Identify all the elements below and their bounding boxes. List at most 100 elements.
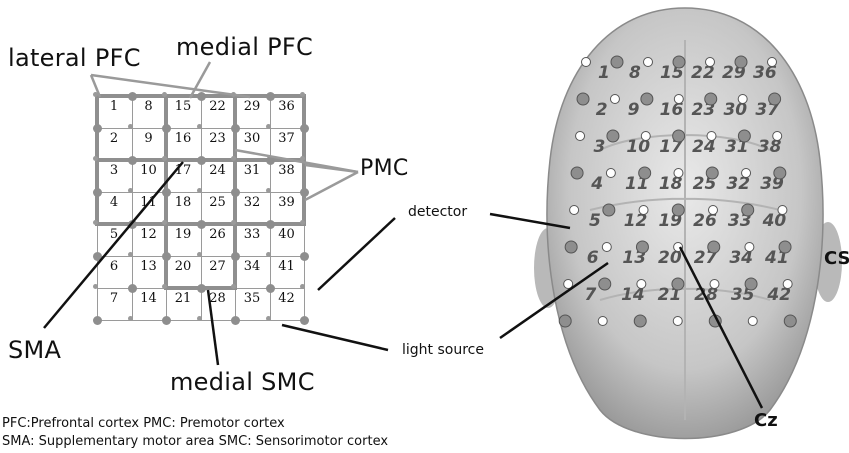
grid-detector xyxy=(231,92,236,97)
grid-detector xyxy=(93,156,98,161)
grid-channel-cell: 13 xyxy=(132,256,166,288)
grid-light-source xyxy=(231,252,240,261)
grid-light-source xyxy=(266,92,275,101)
grid-channel-cell: 21 xyxy=(166,288,200,320)
head-channel-number: 8 xyxy=(629,63,641,83)
head-light-source xyxy=(774,167,786,179)
grid-detector xyxy=(231,220,236,225)
label-cs: CS xyxy=(824,248,849,269)
head-light-source xyxy=(565,241,577,253)
grid-light-source xyxy=(300,124,309,133)
head-detector xyxy=(710,280,719,289)
grid-detector xyxy=(162,284,167,289)
legend-line-1: PFC:Prefrontal cortex PMC: Premotor cort… xyxy=(2,414,285,433)
grid-light-source xyxy=(128,220,137,229)
head-light-source xyxy=(607,130,619,142)
head-detector xyxy=(602,243,611,252)
head-light-source xyxy=(577,93,589,105)
head-detector xyxy=(768,58,777,67)
head-detector xyxy=(674,243,683,252)
head-light-source xyxy=(571,167,583,179)
head-detector xyxy=(778,206,787,215)
head-light-source xyxy=(599,278,611,290)
head-detector xyxy=(742,169,751,178)
head-detector xyxy=(641,132,650,141)
grid-channel-cell: 34 xyxy=(235,256,269,288)
grid-light-source xyxy=(197,284,206,293)
grid-light-source xyxy=(93,188,102,197)
grid-light-source xyxy=(93,316,102,325)
head-light-source xyxy=(708,241,720,253)
head-light-source xyxy=(705,93,717,105)
grid-detector xyxy=(266,252,271,257)
grid-light-source xyxy=(162,252,171,261)
grid-detector xyxy=(128,124,133,129)
head-light-source xyxy=(672,278,684,290)
head-light-source xyxy=(611,56,623,68)
grid-detector xyxy=(93,92,98,97)
head-detector xyxy=(707,132,716,141)
head-light-source xyxy=(709,315,721,327)
grid-channel-cell: 28 xyxy=(201,288,235,320)
head-detector xyxy=(582,58,591,67)
head-channel-number: 5 xyxy=(589,211,601,231)
head-light-source xyxy=(634,315,646,327)
label-sma: SMA xyxy=(8,336,61,364)
grid-detector xyxy=(197,188,202,193)
grid-light-source xyxy=(266,156,275,165)
grid-channel-cell: 5 xyxy=(97,224,131,256)
grid-light-source xyxy=(128,92,137,101)
head-detector xyxy=(773,132,782,141)
label-cz: Cz xyxy=(754,410,778,431)
head-detector xyxy=(674,95,683,104)
grid-light-source xyxy=(300,316,309,325)
grid-detector xyxy=(266,124,271,129)
head-channel-number: 1 xyxy=(598,63,610,83)
grid-light-source xyxy=(300,252,309,261)
grid-light-source xyxy=(162,188,171,197)
head-light-source xyxy=(769,93,781,105)
head-detector xyxy=(674,169,683,178)
grid-detector xyxy=(162,92,167,97)
grid-light-source xyxy=(197,156,206,165)
grid-channel-cell: 7 xyxy=(97,288,131,320)
grid-detector xyxy=(162,156,167,161)
label-pmc: PMC xyxy=(360,156,409,181)
head-detector xyxy=(598,317,607,326)
head-detector xyxy=(639,206,648,215)
grid-detector xyxy=(93,220,98,225)
head-light-source xyxy=(641,93,653,105)
grid-light-source xyxy=(162,124,171,133)
head-detector xyxy=(570,206,579,215)
head-detector xyxy=(637,280,646,289)
grid-detector xyxy=(197,124,202,129)
head-detector xyxy=(748,317,757,326)
grid-detector xyxy=(266,316,271,321)
grid-light-source xyxy=(231,188,240,197)
label-medial-smc: medial SMC xyxy=(170,368,315,396)
head-light-source xyxy=(603,204,615,216)
head-detector xyxy=(673,317,682,326)
head-channel-number: 4 xyxy=(590,174,603,194)
head-channel-number: 7 xyxy=(585,285,597,305)
label-light-source: light source xyxy=(402,342,484,358)
grid-detector xyxy=(266,188,271,193)
head-channel-number: 6 xyxy=(587,248,599,268)
head-detector xyxy=(709,206,718,215)
grid-light-source xyxy=(93,124,102,133)
head-light-source xyxy=(779,241,791,253)
grid-channel-cell: 40 xyxy=(270,224,304,256)
head-detector xyxy=(576,132,585,141)
head-detector xyxy=(610,95,619,104)
grid-detector xyxy=(231,284,236,289)
grid-channel-cell: 35 xyxy=(235,288,269,320)
label-lateral-pfc: lateral PFC xyxy=(8,44,141,72)
grid-detector xyxy=(197,316,202,321)
head-light-source xyxy=(639,167,651,179)
head-detector xyxy=(564,280,573,289)
head-light-source xyxy=(672,204,684,216)
grid-light-source xyxy=(231,124,240,133)
grid-detector xyxy=(300,156,305,161)
grid-light-source xyxy=(266,284,275,293)
head-light-source xyxy=(742,204,754,216)
